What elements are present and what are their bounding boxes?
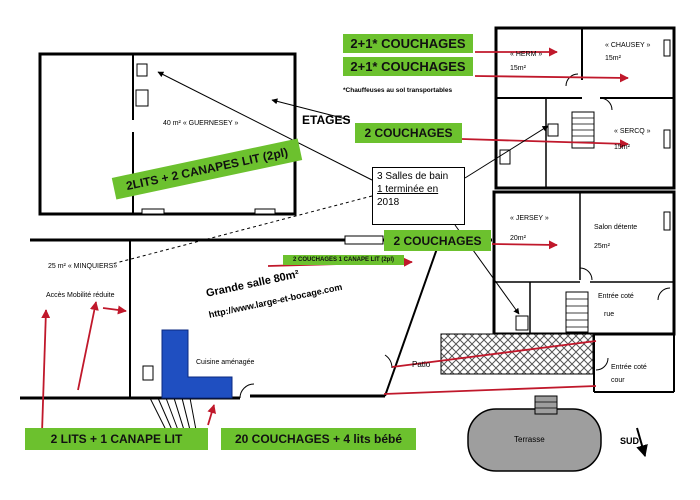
label-guernesey: 40 m² « GUERNESEY » bbox=[163, 120, 239, 127]
badge-herm-couchages: 2+1* COUCHAGES bbox=[343, 34, 473, 53]
label-patio: Patio bbox=[412, 360, 431, 369]
label-herm-area: 15m² bbox=[510, 65, 526, 72]
badge-jersey-couchages: 2 COUCHAGES bbox=[384, 230, 491, 251]
label-entree-rue-2: rue bbox=[604, 311, 615, 318]
label-jersey-area: 20m² bbox=[510, 235, 526, 242]
label-chausey: « CHAUSEY » bbox=[605, 42, 651, 49]
label-sercq-area: 15m² bbox=[614, 144, 630, 151]
label-terrasse: Terrasse bbox=[514, 435, 545, 444]
room-guernesey bbox=[38, 52, 297, 216]
label-salon-area: 25m² bbox=[594, 243, 610, 250]
kitchen-counter bbox=[161, 329, 233, 399]
patio-walkway bbox=[440, 333, 594, 375]
label-entree-rue-1: Entrée coté bbox=[598, 293, 634, 300]
badge-bas-gauche: 2 LITS + 1 CANAPE LIT bbox=[25, 428, 208, 450]
callout-line-1: 3 Salles de bain bbox=[377, 171, 449, 182]
red-arrows bbox=[41, 47, 629, 434]
label-entree-cour-2: cour bbox=[611, 377, 625, 384]
label-sercq: « SERCQ » bbox=[614, 128, 651, 135]
label-sud: SUD bbox=[620, 436, 640, 446]
badge-sercq-couchages: 2 COUCHAGES bbox=[355, 123, 462, 143]
badge-total-couchages: 20 COUCHAGES + 4 lits bébé bbox=[221, 428, 416, 450]
label-chauffeuses: *Chauffeuses au sol transportables bbox=[343, 87, 453, 94]
callout-line-2: 1 terminée en bbox=[377, 184, 439, 195]
terrasse-area bbox=[467, 395, 602, 472]
callout-salles-de-bain: 3 Salles de bain 1 terminée en 2018 bbox=[372, 167, 465, 225]
badge-minquiers-couchages: 2 COUCHAGES 1 CANAPE LIT (2pl) bbox=[283, 255, 404, 265]
label-salon: Salon détente bbox=[594, 224, 638, 231]
label-jersey: « JERSEY » bbox=[510, 215, 549, 222]
leader-lines bbox=[111, 71, 549, 315]
label-etages: ETAGES bbox=[302, 113, 351, 127]
label-herm: « HERM » bbox=[510, 51, 543, 58]
label-cuisine: Cuisine aménagée bbox=[196, 359, 255, 366]
label-entree-cour-1: Entrée coté bbox=[611, 364, 647, 371]
label-minquiers: 25 m² « MINQUIERS» bbox=[48, 263, 118, 270]
callout-line-3: 2018 bbox=[377, 197, 400, 208]
south-arrow bbox=[636, 427, 648, 458]
label-chausey-area: 15m² bbox=[605, 55, 621, 62]
label-acces: Accès Mobilité réduite bbox=[46, 292, 115, 299]
badge-chausey-couchages: 2+1* COUCHAGES bbox=[343, 57, 473, 76]
rooms-upper-right bbox=[494, 26, 676, 190]
